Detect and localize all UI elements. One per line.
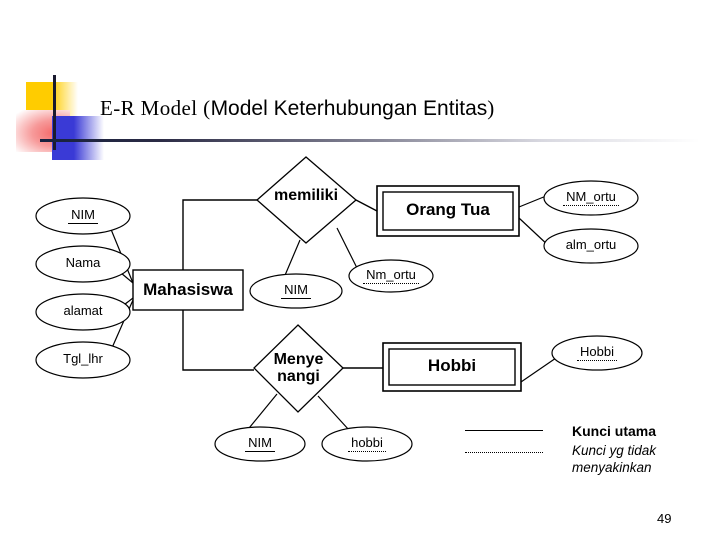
- entity-label-mahasiswa: Mahasiswa: [143, 280, 233, 299]
- attribute-ellipse-hobbi-relationship: [321, 426, 413, 462]
- page-title: E-R Model (Model Keterhubungan Entitas): [100, 96, 495, 121]
- attribute-ellipse-nim-menyenangi: [214, 426, 306, 462]
- entity-label-orangtua: Orang Tua: [406, 200, 490, 219]
- attribute-text-alamat: alamat: [63, 303, 103, 318]
- legend-primary-key-label: Kunci utama: [572, 423, 657, 439]
- attribute-text-nmortu-entity: NM_ortu: [563, 189, 619, 206]
- connector-memiliki-nmortu: [336, 227, 359, 271]
- legend-dotted-line-sample: [465, 452, 543, 453]
- header-divider-line: [40, 139, 700, 142]
- page-title-serif-close: ): [487, 96, 495, 120]
- attribute-text-nim-mahasiswa: NIM: [68, 207, 98, 224]
- attribute-text-tgllhr: Tgl_lhr: [63, 351, 103, 366]
- attribute-label-almortu: alm_ortu: [544, 238, 638, 252]
- attribute-ellipse-alamat: [35, 293, 131, 331]
- attribute-label-tgllhr: Tgl_lhr: [36, 352, 130, 366]
- attribute-label-nim-mahasiswa: NIM: [36, 207, 130, 224]
- relationship-label-menyenangi: Menye nangi: [254, 351, 343, 386]
- connector-memiliki-nim: [282, 239, 301, 281]
- connector-hobbi-hobbiattr: [520, 357, 557, 383]
- attribute-label-nama: Nama: [36, 256, 130, 270]
- connector-memiliki-orangtua: [355, 199, 378, 212]
- attribute-ellipse-nmortu-relationship: [348, 259, 434, 293]
- attribute-label-nim-menyenangi: NIM: [215, 435, 305, 452]
- entity-box-orangtua-inner: [382, 191, 514, 231]
- attribute-label-hobbi-entity: Hobbi: [552, 344, 642, 361]
- page-title-sans-part: Model Keterhubungan Entitas: [210, 97, 488, 120]
- connector-mahasiswa-menyenangi: [182, 310, 254, 371]
- attribute-text-almortu: alm_ortu: [565, 237, 617, 252]
- attribute-ellipse-nim-mahasiswa: [35, 197, 131, 235]
- page-title-serif-part: E-R Model (: [100, 96, 211, 120]
- attribute-label-nim-memiliki: NIM: [250, 282, 342, 299]
- connector-mahasiswa-memiliki: [182, 199, 257, 270]
- attribute-text-nmortu-relationship: Nm_ortu: [363, 267, 419, 284]
- attribute-text-hobbi-entity: Hobbi: [577, 344, 617, 361]
- attribute-label-nmortu-entity: NM_ortu: [544, 189, 638, 206]
- decoration-blue-square: [52, 116, 104, 160]
- attribute-label-hobbi-relationship: hobbi: [322, 435, 412, 452]
- attribute-ellipse-almortu: [543, 228, 639, 264]
- connector-menyenangi-nim: [244, 393, 278, 434]
- legend-solid-line-sample: [465, 430, 543, 431]
- entity-box-mahasiswa: [132, 269, 244, 311]
- attribute-text-nim-menyenangi: NIM: [245, 435, 275, 452]
- page-number: 49: [657, 511, 672, 526]
- decoration-vertical-rule: [53, 75, 56, 150]
- attribute-ellipse-nama: [35, 245, 131, 283]
- attribute-ellipse-nim-memiliki: [249, 273, 343, 309]
- legend-weak-key-label: Kunci yg tidak menyakinkan: [572, 443, 656, 477]
- attribute-text-hobbi-relationship: hobbi: [348, 435, 386, 452]
- legend-weak-key-line1: Kunci yg tidak: [572, 443, 657, 458]
- attribute-ellipse-tgllhr: [35, 341, 131, 379]
- connector-menyenangi-hobbi-attr: [317, 395, 350, 431]
- relationship-diamond-menyenangi: [253, 324, 344, 413]
- relationship-label-menyenangi-line2: nangi: [277, 367, 320, 385]
- attribute-label-alamat: alamat: [36, 304, 130, 318]
- attribute-ellipse-hobbi-entity: [551, 335, 643, 371]
- legend-weak-key-line2: menyakinkan: [572, 459, 652, 475]
- attribute-ellipse-nmortu-entity: [543, 180, 639, 216]
- attribute-label-nmortu-relationship: Nm_ortu: [349, 267, 433, 284]
- relationship-label-menyenangi-line1: Menye: [273, 351, 324, 368]
- relationship-diamond-memiliki: [256, 156, 357, 244]
- entity-label-hobbi: Hobbi: [427, 356, 477, 375]
- entity-box-hobbi-inner: [388, 348, 516, 386]
- attribute-text-nim-memiliki: NIM: [281, 282, 311, 299]
- attribute-text-nama: Nama: [65, 255, 101, 270]
- relationship-label-memiliki: memiliki: [273, 187, 339, 204]
